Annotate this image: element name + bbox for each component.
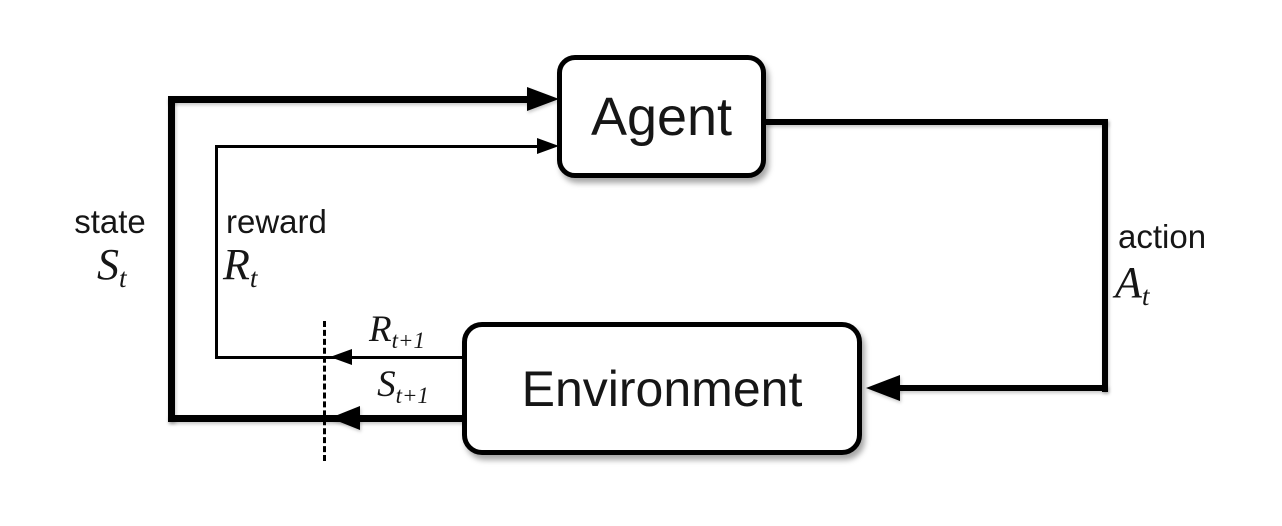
reward-symbol: Rt: [223, 240, 257, 292]
state-line-top: [168, 96, 530, 103]
reward-symbol-subscript: t: [249, 263, 258, 294]
environment-node: Environment: [462, 322, 862, 455]
action-label-text: action: [1118, 218, 1207, 255]
action-line-bottom: [898, 385, 1108, 391]
next-state-symbol: St+1: [348, 364, 458, 407]
action-label: action: [1118, 218, 1206, 256]
state-line-vertical: [168, 97, 175, 422]
next-reward-symbol-main: R: [369, 309, 392, 350]
reward-label: reward: [226, 203, 327, 241]
next-reward-symbol: Rt+1: [347, 309, 447, 352]
next-state-symbol-subscript: t+1: [395, 382, 429, 408]
reward-label-text: reward: [226, 203, 327, 240]
action-symbol-subscript: t: [1141, 281, 1150, 312]
next-reward-symbol-subscript: t+1: [391, 327, 425, 353]
action-symbol-main: A: [1115, 258, 1142, 307]
action-to-environment-arrowhead-icon: [866, 375, 900, 401]
state-to-agent-arrowhead-icon: [527, 87, 559, 111]
state-symbol: St: [97, 240, 127, 292]
state-line-bottom: [168, 415, 464, 422]
state-symbol-main: S: [97, 240, 119, 289]
agent-node: Agent: [557, 55, 766, 178]
state-label-text: state: [74, 203, 146, 240]
action-line-vertical: [1102, 119, 1108, 392]
reward-symbol-main: R: [223, 240, 250, 289]
time-step-boundary-dashed-line: [323, 321, 326, 461]
reward-boundary-arrowhead-icon: [330, 349, 352, 365]
next-state-symbol-main: S: [377, 364, 396, 405]
action-symbol: At: [1115, 258, 1149, 310]
reward-line-vertical: [215, 145, 218, 359]
state-label: state: [62, 203, 158, 241]
state-boundary-arrowhead-icon: [330, 406, 360, 430]
environment-node-label: Environment: [521, 360, 803, 417]
reward-to-agent-arrowhead-icon: [537, 138, 559, 154]
agent-node-label: Agent: [590, 86, 733, 147]
reward-line-top: [215, 145, 539, 148]
state-symbol-subscript: t: [119, 263, 127, 294]
action-line-top: [766, 119, 1108, 125]
